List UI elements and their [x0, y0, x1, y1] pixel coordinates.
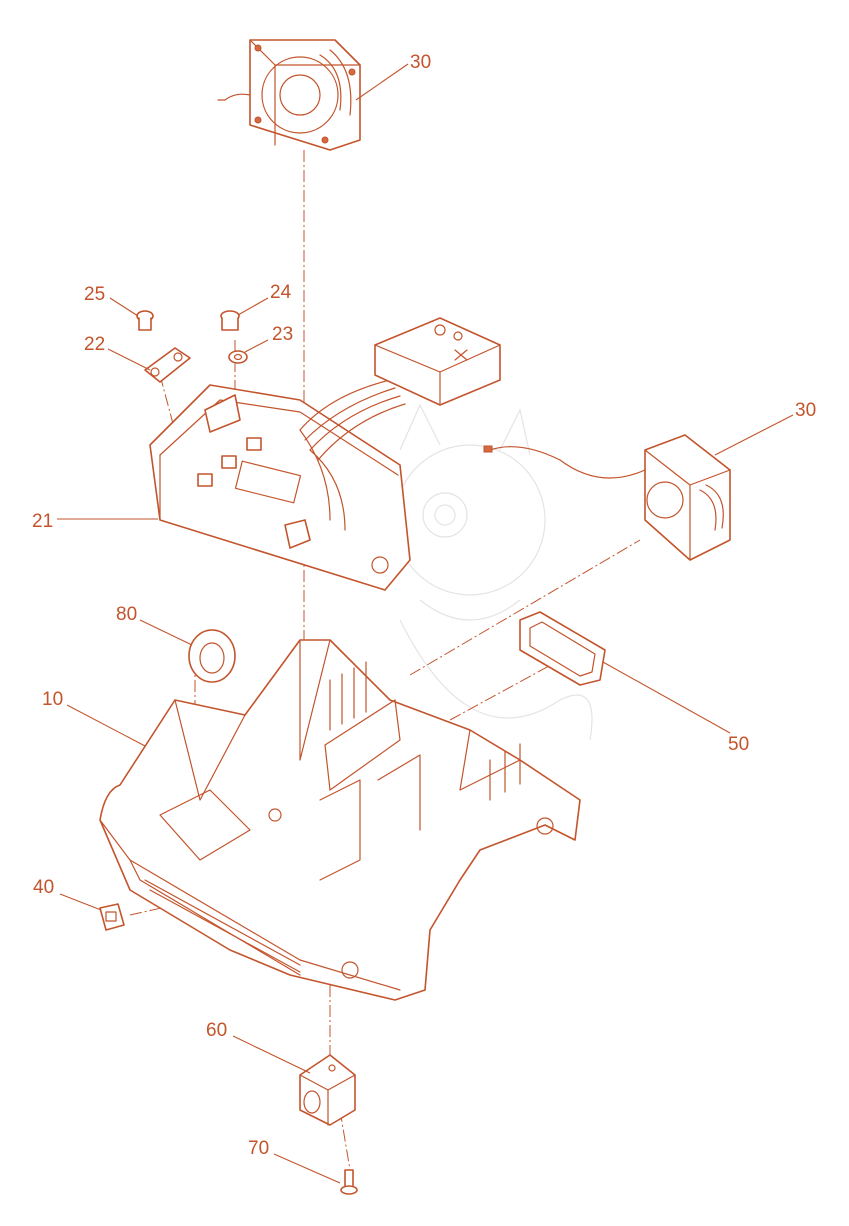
part-24-screw	[220, 310, 240, 331]
callout-10: 10	[42, 689, 63, 710]
leader-lines	[57, 63, 794, 1184]
callout-22: 22	[84, 334, 105, 355]
callout-23: 23	[272, 324, 293, 345]
callout-40: 40	[33, 877, 54, 898]
callout-50: 50	[728, 734, 749, 755]
part-10-housing	[99, 639, 581, 1001]
part-60-clamp	[299, 1054, 356, 1126]
callout-labels: 30 25 24 23 22 30 21 80 10 50 40 60 70	[32, 52, 816, 1159]
part-23-washer	[228, 350, 248, 364]
part-21-controller	[149, 379, 411, 591]
callout-24: 24	[270, 282, 292, 303]
callout-25: 25	[84, 284, 105, 305]
callout-80: 80	[116, 604, 137, 625]
callout-70: 70	[248, 1138, 269, 1159]
callout-21: 21	[32, 511, 53, 532]
part-22-bracket	[144, 347, 191, 383]
part-30-fan-side	[483, 434, 731, 561]
part-40-clip	[99, 903, 125, 931]
part-21-connector	[374, 317, 501, 406]
watermark-mascot	[394, 403, 593, 741]
callout-30-top: 30	[410, 52, 431, 73]
callout-30-side: 30	[795, 400, 816, 421]
part-30-fan-top	[217, 39, 361, 151]
part-70-screw	[340, 1169, 358, 1195]
part-50-gasket	[519, 611, 606, 686]
part-25-screw	[136, 310, 154, 331]
callout-60: 60	[206, 1020, 227, 1041]
part-80-ring	[188, 629, 236, 683]
